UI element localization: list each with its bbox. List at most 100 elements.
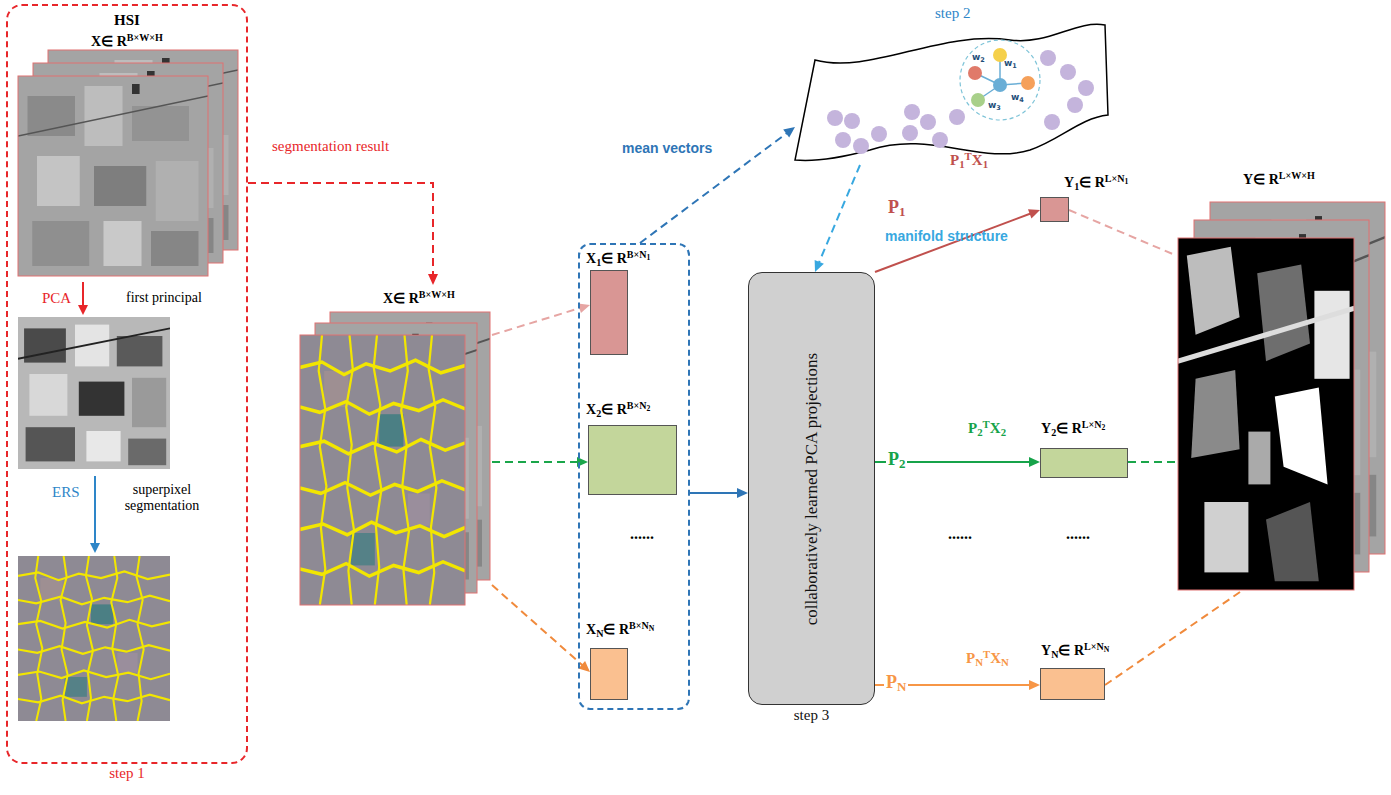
text-group: superpixel segmentation: [112, 482, 212, 514]
connector-arrow: [492, 585, 590, 672]
label-text: ∈ R: [1079, 175, 1105, 190]
illustration-part: [78, 305, 88, 315]
process-box: collaboratively learned PCA projectionss…: [748, 272, 875, 705]
text-group: PNTXN: [966, 648, 1009, 668]
label-text: PCA: [42, 290, 71, 306]
illustration-part: [993, 78, 1007, 92]
index-text: B×N: [629, 620, 649, 631]
label-text: ......: [948, 525, 972, 542]
label-text: ∈ R: [601, 402, 627, 417]
step-box: HSIX∈ RB×W×Hstep 1: [6, 4, 248, 764]
connector-line: [875, 214, 1031, 272]
label-text: first principal: [126, 290, 202, 305]
text-group: P2: [886, 449, 907, 472]
illustration-part: [300, 335, 465, 605]
illustration-part: [1067, 97, 1083, 113]
label-text: step 3: [794, 707, 829, 723]
label-text: step 1: [109, 765, 144, 781]
edge-label-text: manifold structure: [885, 228, 1008, 244]
index-text: 1: [596, 257, 601, 268]
label-text: X: [586, 622, 596, 637]
arrow-head: [783, 127, 795, 138]
index-text: T: [965, 150, 972, 162]
text-group: PCA: [42, 290, 71, 307]
text-group: P1TX1: [950, 150, 988, 170]
arrow-head: [428, 274, 438, 285]
index-text: 2: [977, 426, 982, 438]
label-text: Y: [1064, 175, 1074, 190]
text-group: ERS: [52, 484, 80, 501]
index-text: B×N: [627, 249, 647, 260]
text-group: w3: [988, 100, 1001, 112]
index-text: B×W×H: [127, 32, 163, 43]
connector-arrow: [690, 488, 748, 498]
index-text: 1: [1012, 62, 1017, 70]
index-text: L×N: [1105, 173, 1125, 184]
index-text: 1: [899, 204, 905, 219]
index-text: L×N: [1082, 419, 1102, 430]
superpixel-image: [18, 556, 170, 721]
index-text: N: [1104, 645, 1110, 654]
output-cube: [1178, 202, 1385, 590]
index-text: 2: [980, 56, 985, 64]
connector-line: [819, 165, 860, 263]
text-group: w4: [1011, 92, 1024, 104]
label-text: X: [586, 402, 596, 417]
connector-arrow: [492, 457, 588, 467]
first-principal-image: [18, 317, 170, 469]
data-block: Y2∈ RL×N2: [1040, 448, 1128, 478]
data-block: Y1∈ RL×N1: [1040, 197, 1069, 222]
illustration-part: [853, 138, 869, 154]
illustration-part: [82, 282, 84, 306]
image-cube: X∈ RB×W×H: [298, 285, 492, 606]
label-text: w: [972, 52, 980, 62]
label-text: ∈ R: [1056, 421, 1082, 436]
data-block: YN∈ RL×NN: [1040, 668, 1105, 700]
illustration-part: [1021, 76, 1035, 90]
illustration-part: [1178, 238, 1354, 590]
arrow-head: [815, 260, 824, 272]
index-text: 4: [1019, 96, 1024, 104]
label-text: P: [950, 152, 959, 168]
label-text: Y: [1041, 643, 1051, 658]
label-text: collaboratively learned PCA projections: [802, 352, 821, 624]
illustration-part: [827, 50, 1094, 154]
label-text: ......: [1066, 525, 1090, 542]
edge-label: segmentation result: [272, 138, 389, 155]
connector-arrow: [1105, 592, 1240, 685]
label-text: w: [988, 100, 996, 110]
connector-line: [492, 585, 583, 665]
text-group: XN∈ RB×NN: [586, 620, 654, 639]
text-group: X∈ RB×W×H: [383, 289, 455, 307]
text-group: X2∈ RB×N2: [586, 400, 650, 419]
arrow-head: [737, 488, 748, 498]
label-text: ∈ R: [393, 291, 419, 306]
label-text: X: [586, 251, 596, 266]
label-text: Y: [1041, 421, 1051, 436]
label-text: X: [383, 291, 393, 306]
text-group: ......: [630, 528, 636, 540]
illustration-part: [18, 76, 208, 276]
illustration-part: [835, 132, 851, 148]
illustration-part: [300, 335, 465, 605]
index-text: L×W×H: [1279, 170, 1315, 181]
label-text: superpixel segmentation: [125, 482, 200, 513]
hsi-cube: [18, 50, 238, 276]
illustration-part: [1060, 64, 1076, 80]
index-text: 2: [647, 404, 651, 413]
text-group: Y2∈ RL×N2: [1041, 419, 1105, 438]
label-text: ∈ R: [603, 622, 629, 637]
connector-line: [1128, 461, 1175, 463]
illustration-part: [932, 132, 948, 148]
group-box: ......X1∈ RB×N1X2∈ RB×N2XN∈ RB×NN: [578, 243, 690, 710]
connector-line: [690, 492, 738, 494]
index-text: T: [983, 418, 990, 430]
text-group: P1: [886, 197, 907, 220]
illustration-part: [902, 125, 918, 141]
index-text: T: [983, 648, 990, 660]
data-block: XN∈ RB×NN: [590, 648, 628, 700]
illustration-part: [1178, 238, 1354, 590]
